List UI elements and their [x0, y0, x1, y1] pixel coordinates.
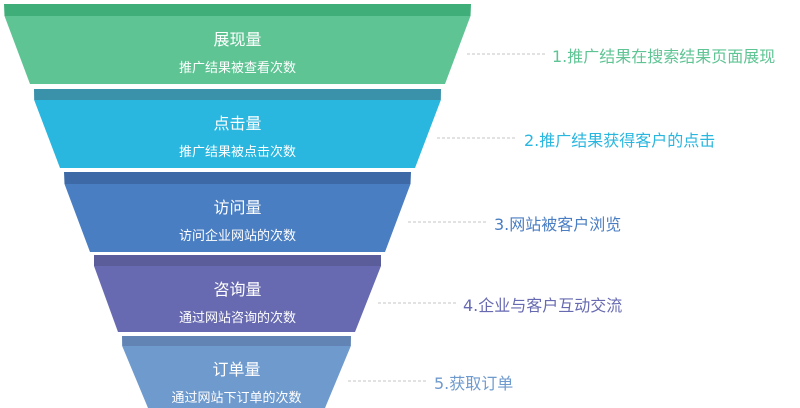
funnel-stage-top-1: [4, 4, 471, 16]
stage-subtitle: 访问企业网站的次数: [178, 229, 296, 244]
stage-text-2: 点击量推广结果被点击次数: [88, 110, 388, 160]
stage-subtitle: 推广结果被查看次数: [178, 61, 296, 76]
stage-title: 订单量: [212, 360, 261, 379]
stage-side-label-4: 4.企业与客户互动交流: [463, 296, 623, 315]
stage-side-label-1: 1.推广结果在搜索结果页面展现: [552, 47, 776, 66]
stage-title: 咨询量: [213, 280, 262, 299]
funnel-stage-top-5: [122, 336, 351, 346]
stage-text-1: 展现量推广结果被查看次数: [88, 26, 388, 76]
stage-side-label-5: 5.获取订单: [434, 374, 514, 393]
stage-text-4: 咨询量通过网站咨询的次数: [88, 276, 388, 326]
funnel-stage-3: [64, 184, 411, 252]
stage-title: 展现量: [213, 30, 262, 49]
stage-subtitle: 通过网站下订单的次数: [171, 391, 302, 406]
stage-subtitle: 推广结果被点击次数: [178, 145, 296, 160]
stage-title: 点击量: [213, 114, 262, 133]
stage-subtitle: 通过网站咨询的次数: [178, 311, 296, 326]
funnel-stage-top-2: [34, 89, 441, 100]
funnel-stage-top-4: [94, 255, 381, 266]
stage-title: 访问量: [213, 198, 262, 217]
funnel-stage-5: [122, 346, 351, 408]
funnel-stage-4: [94, 266, 381, 332]
stage-text-3: 访问量访问企业网站的次数: [88, 194, 388, 244]
stage-text-5: 订单量通过网站下订单的次数: [87, 356, 387, 406]
funnel-stage-top-3: [64, 172, 411, 184]
stage-side-label-2: 2.推广结果获得客户的点击: [524, 131, 716, 150]
funnel-stage-1: [4, 16, 471, 84]
stage-side-label-3: 3.网站被客户浏览: [494, 215, 622, 234]
funnel-stage-2: [34, 100, 441, 168]
